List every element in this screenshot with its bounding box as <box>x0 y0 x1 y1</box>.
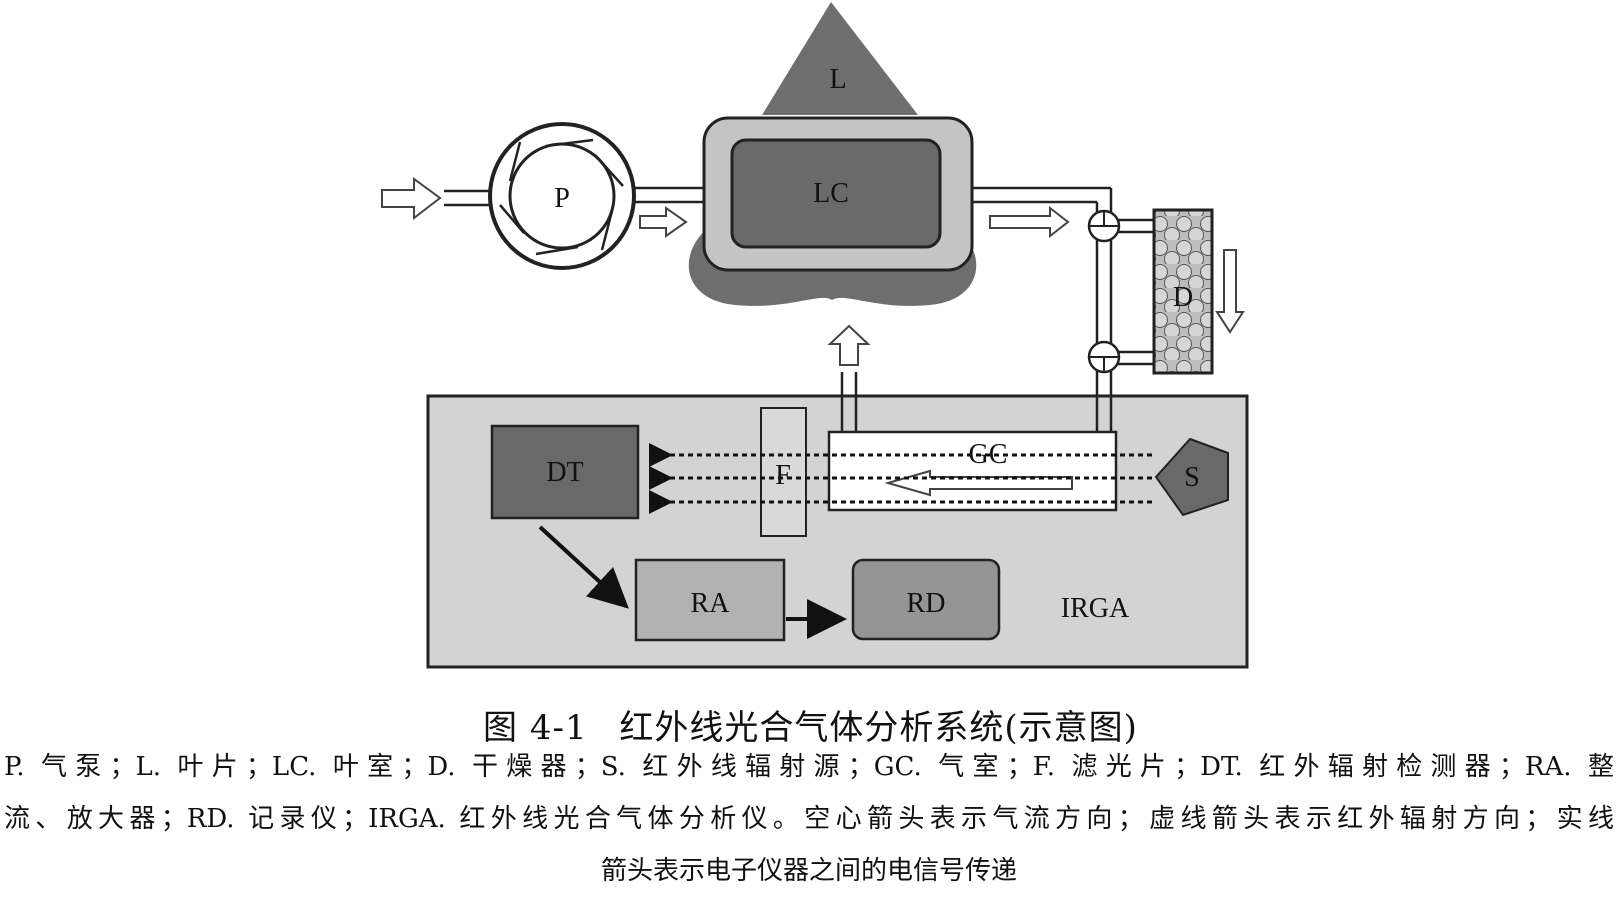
recorder-label: RD <box>907 588 946 619</box>
filter-label: F <box>775 460 791 491</box>
figure-title: 图 4-1 红外线光合气体分析系统(示意图) <box>0 700 1621 749</box>
recorder-box <box>851 558 1001 641</box>
valve-icon <box>1087 340 1121 374</box>
source-pentagon <box>1154 437 1229 517</box>
figure-title-text: 红外线光合气体分析系统(示意图) <box>619 708 1138 748</box>
leaf-chamber-label: LC <box>813 178 849 209</box>
solid-arrow-icon <box>538 525 847 639</box>
dashed-arrow-icon <box>649 443 1152 514</box>
figure-number: 图 4-1 <box>483 708 588 748</box>
gas-analysis-diagram: L LC P D DT F GC S RA RD IRGA <box>381 2 1249 669</box>
source-label: S <box>1184 462 1200 493</box>
irga-label: IRGA <box>1061 593 1130 624</box>
gas-chamber-label: GC <box>969 439 1008 470</box>
dryer <box>1152 208 1214 375</box>
pump <box>488 122 636 270</box>
caption-line-1: P. 气泵；L. 叶片；LC. 叶室；D. 干燥器；S. 红外线辐射源；GC. … <box>4 752 1614 782</box>
gas-chamber <box>827 430 1118 512</box>
amplifier-label: RA <box>691 588 731 619</box>
dryer-label: D <box>1173 282 1193 313</box>
hollow-arrow-icon <box>827 324 871 366</box>
hollow-arrow-icon <box>639 206 688 238</box>
valve-icon <box>1087 209 1121 243</box>
tubing <box>444 186 1154 432</box>
detector-label: DT <box>546 457 583 488</box>
caption-line-3: 箭头表示电子仪器之间的电信号传递 <box>600 856 1017 886</box>
hollow-arrow-icon <box>989 205 1070 239</box>
pump-label: P <box>554 183 570 214</box>
amplifier-box <box>634 558 786 642</box>
filter-box <box>760 407 807 537</box>
leaf-chamber-inner <box>730 138 942 249</box>
caption-line-2: 流、放大器；RD. 记录仪；IRGA. 红外线光合气体分析仪。空心箭头表示气流方… <box>4 804 1614 834</box>
detector-box <box>490 424 640 520</box>
leaf-label: L <box>829 64 846 95</box>
hollow-arrow-icon <box>381 177 442 221</box>
hollow-arrow-icon <box>1215 249 1245 334</box>
